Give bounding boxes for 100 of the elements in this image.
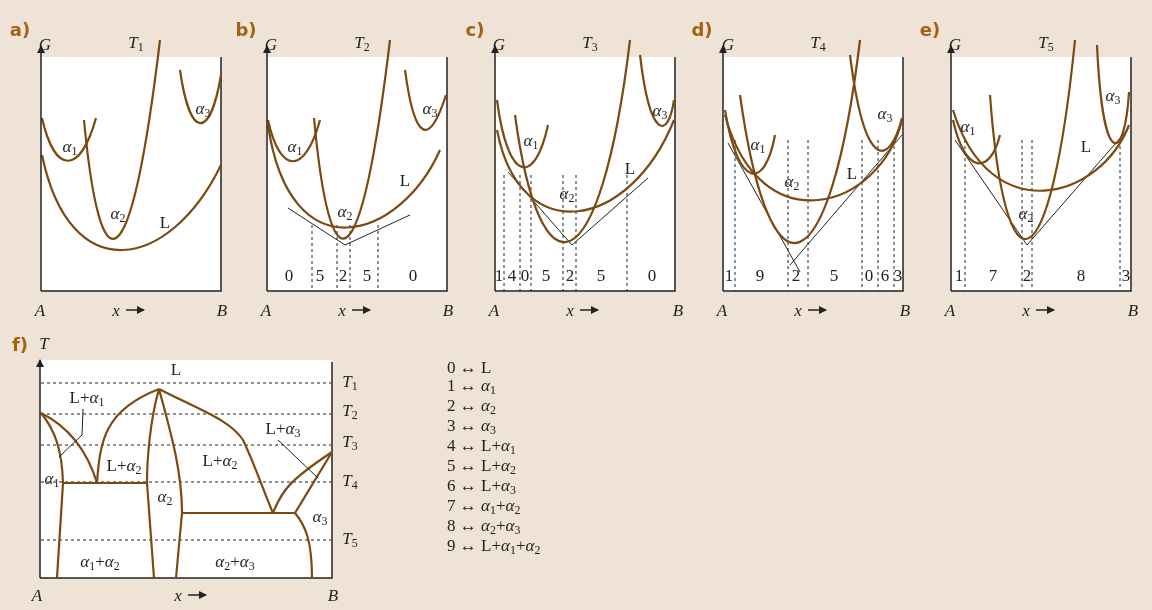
axis-label: B	[327, 586, 339, 604]
region-number: 9	[755, 266, 765, 284]
region-number: 0	[520, 266, 530, 284]
curve-label: α$_{3}$	[652, 102, 668, 122]
axis-label: x	[174, 586, 182, 604]
curve-label: α$_{3}$	[422, 100, 438, 120]
leader-line	[277, 439, 319, 479]
axis-label: x	[338, 301, 346, 319]
curve-label: α$_{3}$	[195, 100, 211, 120]
curve-label: α$_{3}$	[877, 105, 893, 125]
region-number: 2	[565, 266, 575, 284]
axis-label: B	[899, 301, 911, 319]
axis-label: A	[944, 301, 956, 319]
region-number: 0	[408, 266, 418, 284]
phase-region-label: α$_{2}$+α$_{3}$	[215, 553, 255, 573]
phase-region-label: L+α$_{1}$	[69, 389, 105, 409]
panel-letter: b)	[235, 21, 257, 39]
curve-label: L	[399, 171, 411, 189]
axis-label: x	[1022, 301, 1030, 319]
axis-label: B	[1127, 301, 1139, 319]
curve-label: α$_{1}$	[62, 138, 78, 158]
region-number: 8	[1076, 266, 1086, 284]
region-number: 5	[829, 266, 839, 284]
curve-label: L	[1080, 137, 1092, 155]
phase-region-label: L+α$_{2}$	[202, 452, 238, 472]
region-number: 3	[893, 266, 903, 284]
key-entry: 0 ↔ L	[447, 358, 492, 376]
phase-region-label: L+α$_{2}$	[106, 457, 142, 477]
temperature-label: T$_{5}$	[1038, 34, 1054, 54]
key-entry: 4 ↔ L+α$_{1}$	[447, 437, 516, 457]
temperature-label: T$_{1}$	[128, 34, 144, 54]
axis-label: B	[216, 301, 228, 319]
curve-label: α$_{2}$	[784, 173, 800, 193]
region-number: 0	[864, 266, 874, 284]
temperature-label: T$_{2}$	[354, 34, 370, 54]
phase-region-label: L	[170, 360, 182, 378]
key-entry: 2 ↔ α$_{2}$	[447, 397, 496, 417]
axis-label: x	[112, 301, 120, 319]
curve-label: α$_{1}$	[287, 138, 303, 158]
temperature-label: T$_{3}$	[342, 433, 358, 453]
curve-label: α$_{2}$	[1018, 205, 1034, 225]
region-number: 5	[362, 266, 372, 284]
region-number: 0	[647, 266, 657, 284]
temperature-label: T$_{2}$	[342, 402, 358, 422]
axis-label: A	[716, 301, 728, 319]
key-entry: 9 ↔ L+α$_{1}$+α$_{2}$	[447, 537, 541, 557]
phase-region-label: α$_{1}$+α$_{2}$	[80, 553, 120, 573]
region-number: 0	[284, 266, 294, 284]
temperature-label: T$_{4}$	[810, 34, 826, 54]
curve-label: α$_{2}$	[559, 185, 575, 205]
curve-label: L	[846, 164, 858, 182]
region-number: 1	[954, 266, 964, 284]
curve-label: L	[159, 213, 171, 231]
key-entry: 3 ↔ α$_{3}$	[447, 417, 496, 437]
region-number: 7	[988, 266, 998, 284]
panel-letter: a)	[9, 21, 31, 39]
axis-label: A	[260, 301, 272, 319]
temperature-label: T$_{3}$	[582, 34, 598, 54]
temperature-label: T$_{5}$	[342, 530, 358, 550]
curve-label: α$_{2}$	[110, 205, 126, 225]
phase-region-label: α$_{1}$	[44, 470, 60, 490]
phase-region-label: α$_{3}$	[312, 508, 328, 528]
region-number: 2	[791, 266, 801, 284]
temperature-label: T$_{1}$	[342, 373, 358, 393]
panel-letter: f)	[11, 336, 29, 354]
curve-label: α$_{1}$	[960, 118, 976, 138]
region-number: 2	[1022, 266, 1032, 284]
region-number: 6	[880, 266, 890, 284]
axis-label: A	[34, 301, 46, 319]
region-number: 4	[507, 266, 517, 284]
curve-label: α$_{1}$	[750, 136, 766, 156]
panel-letter: d)	[691, 21, 713, 39]
curve-label: L	[624, 159, 636, 177]
region-number: 3	[1121, 266, 1131, 284]
key-entry: 1 ↔ α$_{1}$	[447, 377, 496, 397]
region-number: 1	[494, 266, 504, 284]
axis-label: x	[794, 301, 802, 319]
key-entry: 7 ↔ α$_{1}$+α$_{2}$	[447, 497, 521, 517]
region-number: 5	[541, 266, 551, 284]
curve-label: α$_{2}$	[337, 203, 353, 223]
region-number: 1	[724, 266, 734, 284]
axis-label: x	[566, 301, 574, 319]
phase-region-label: α$_{2}$	[157, 488, 173, 508]
region-number: 5	[596, 266, 606, 284]
key-entry: 6 ↔ L+α$_{3}$	[447, 477, 516, 497]
region-number: 5	[315, 266, 325, 284]
leader-line	[58, 408, 84, 458]
temperature-label: T$_{4}$	[342, 472, 358, 492]
key-entry: 5 ↔ L+α$_{2}$	[447, 457, 516, 477]
region-number: 2	[338, 266, 348, 284]
axis-label: A	[488, 301, 500, 319]
curve-label: α$_{3}$	[1105, 87, 1121, 107]
axis-label: B	[442, 301, 454, 319]
axis-label: G	[721, 35, 735, 53]
axis-label: T	[39, 334, 49, 352]
panel-letter: c)	[465, 21, 485, 39]
curve-label: α$_{1}$	[523, 132, 539, 152]
axis-label: B	[672, 301, 684, 319]
key-entry: 8 ↔ α$_{2}$+α$_{3}$	[447, 517, 521, 537]
axis-label: A	[31, 586, 43, 604]
